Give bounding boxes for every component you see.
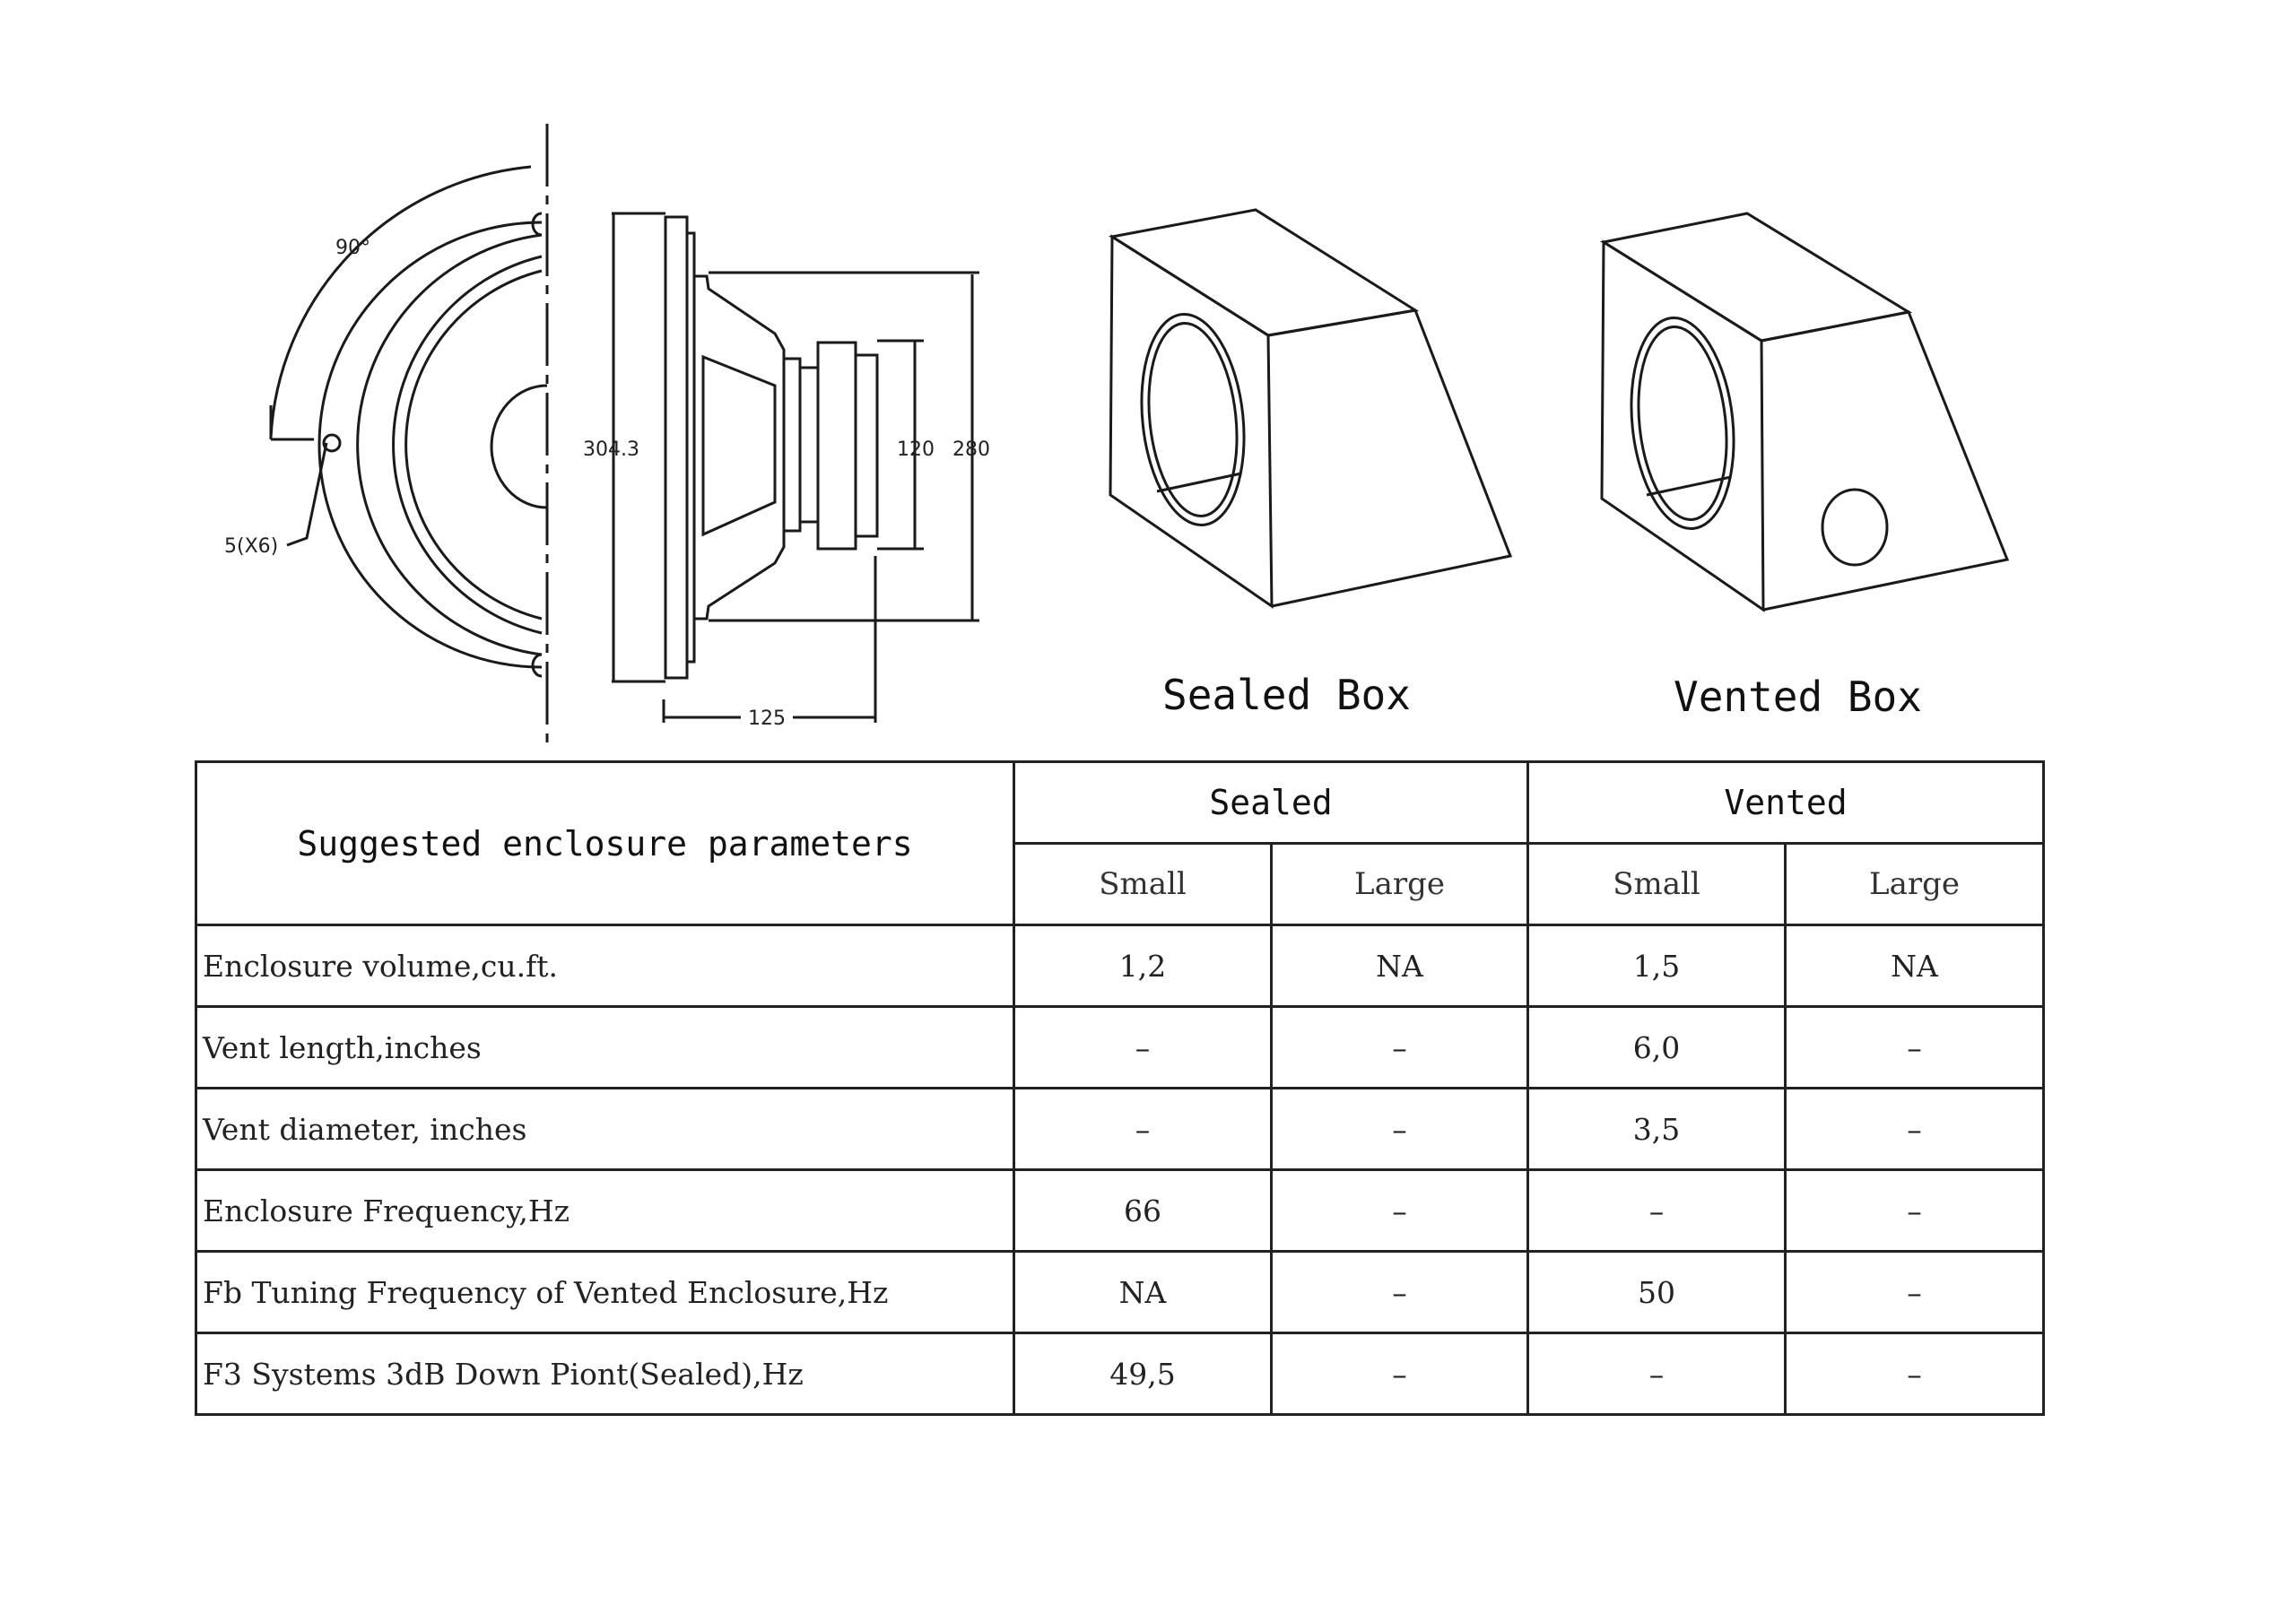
rim-arc-4	[404, 269, 543, 621]
cell-sealed-small: 49,5	[1013, 1332, 1273, 1416]
cell-sealed-small: –	[1013, 1087, 1273, 1171]
vented-driver-cutout-inner	[1637, 325, 1728, 522]
cell-vented-large: –	[1784, 1168, 2045, 1253]
mount-hole	[322, 433, 342, 453]
sealed-driver-cutout-inner	[1147, 321, 1239, 518]
gasket	[782, 357, 802, 533]
vented-side-face	[1761, 310, 2010, 612]
table-row: Vent length,inches – – 6,0 –	[195, 1005, 2045, 1089]
group-sealed: Sealed	[1013, 760, 1529, 845]
sealed-cutout-floor	[1156, 472, 1242, 493]
subheader-sealed-large: Large	[1270, 842, 1529, 926]
sealed-driver-cutout	[1140, 313, 1246, 526]
subheader-vented-small: Small	[1526, 842, 1787, 926]
cell-vented-small: –	[1526, 1168, 1787, 1253]
subheader-sealed-small: Small	[1013, 842, 1273, 926]
outer-rim-arc	[317, 221, 543, 669]
drawings-svg: 90° 5(X6)	[224, 124, 2010, 751]
cell-sealed-large: –	[1270, 1332, 1529, 1416]
dim-120: 120	[897, 438, 935, 461]
vented-cutout-floor	[1646, 475, 1732, 497]
vented-front-face	[1600, 239, 1765, 612]
cell-vented-small: –	[1526, 1332, 1787, 1416]
dim-280: 280	[952, 438, 990, 461]
dim-holes: 5(X6)	[224, 535, 278, 558]
table-header-row: Suggested enclosure parameters Sealed Ve…	[195, 760, 2045, 926]
cell-sealed-large: –	[1270, 1168, 1529, 1253]
cell-vented-large: –	[1784, 1250, 2045, 1334]
voice-coil-former	[798, 366, 820, 524]
cell-sealed-large: –	[1270, 1005, 1529, 1089]
mounting-flange	[664, 215, 689, 680]
flange-lip	[685, 231, 696, 664]
cell-vented-small: 1,5	[1526, 924, 1787, 1008]
tab-bottom	[531, 653, 543, 678]
row-label: Enclosure Frequency,Hz	[195, 1168, 1015, 1253]
back-plate	[854, 353, 879, 538]
cell-vented-small: 6,0	[1526, 1005, 1787, 1089]
cell-sealed-small: 1,2	[1013, 924, 1273, 1008]
cell-vented-large: –	[1784, 1005, 2045, 1089]
group-vented: Vented	[1526, 760, 2045, 845]
cell-vented-large: NA	[1784, 924, 2045, 1008]
sealed-box-drawing	[1108, 208, 1513, 609]
subheader-vented-large: Large	[1784, 842, 2045, 926]
row-label: Enclosure volume,cu.ft.	[195, 924, 1015, 1008]
row-label: F3 Systems 3dB Down Piont(Sealed),Hz	[195, 1332, 1015, 1416]
hole-leader	[286, 442, 328, 547]
speaker-front-view	[269, 124, 549, 751]
table-row: Fb Tuning Frequency of Vented Enclosure,…	[195, 1250, 2045, 1334]
sealed-side-face	[1267, 308, 1513, 608]
cone	[701, 354, 777, 537]
speaker-side-view	[612, 212, 979, 723]
dim-angle: 90°	[335, 237, 370, 259]
technical-drawings: 90° 5(X6)	[0, 0, 2296, 762]
table-row: Vent diameter, inches – – 3,5 –	[195, 1087, 2045, 1171]
cell-vented-large: –	[1784, 1332, 2045, 1416]
angle-arc	[269, 165, 532, 438]
table-row: Enclosure volume,cu.ft. 1,2 NA 1,5 NA	[195, 924, 2045, 1008]
cell-sealed-large: –	[1270, 1250, 1529, 1334]
tab-top	[531, 212, 543, 237]
cell-sealed-small: NA	[1013, 1250, 1273, 1334]
table-row: F3 Systems 3dB Down Piont(Sealed),Hz 49,…	[195, 1332, 2045, 1416]
cell-sealed-small: –	[1013, 1005, 1273, 1089]
cell-vented-small: 3,5	[1526, 1087, 1787, 1171]
table-subheader-row: Small Large Small Large	[196, 842, 2045, 926]
basket-outline	[694, 274, 786, 621]
cell-sealed-large: NA	[1270, 924, 1529, 1008]
cell-sealed-small: 66	[1013, 1168, 1273, 1253]
cell-vented-small: 50	[1526, 1250, 1787, 1334]
enclosure-parameters-table: Suggested enclosure parameters Sealed Ve…	[195, 760, 2045, 1416]
row-label: Vent length,inches	[195, 1005, 1015, 1089]
table-title: Suggested enclosure parameters	[195, 760, 1015, 926]
rim-arc-2	[356, 233, 543, 656]
sealed-box-caption: Sealed Box	[1162, 671, 1411, 719]
vented-box-caption: Vented Box	[1674, 673, 1922, 721]
vented-box-drawing	[1600, 212, 2010, 612]
vented-driver-cutout	[1630, 317, 1735, 530]
magnet	[816, 341, 857, 551]
vent-port	[1821, 488, 1889, 567]
cell-vented-large: –	[1784, 1087, 2045, 1171]
rim-arc-3	[392, 255, 543, 635]
row-label: Vent diameter, inches	[195, 1087, 1015, 1171]
dust-cap-arc	[490, 384, 548, 509]
sealed-top-face	[1108, 208, 1420, 337]
dim-304: 304.3	[583, 438, 639, 461]
cell-sealed-large: –	[1270, 1087, 1529, 1171]
table-row: Enclosure Frequency,Hz 66 – – –	[195, 1168, 2045, 1253]
dim-125: 125	[748, 707, 786, 730]
row-label: Fb Tuning Frequency of Vented Enclosure,…	[195, 1250, 1015, 1334]
sealed-front-face	[1109, 234, 1274, 609]
